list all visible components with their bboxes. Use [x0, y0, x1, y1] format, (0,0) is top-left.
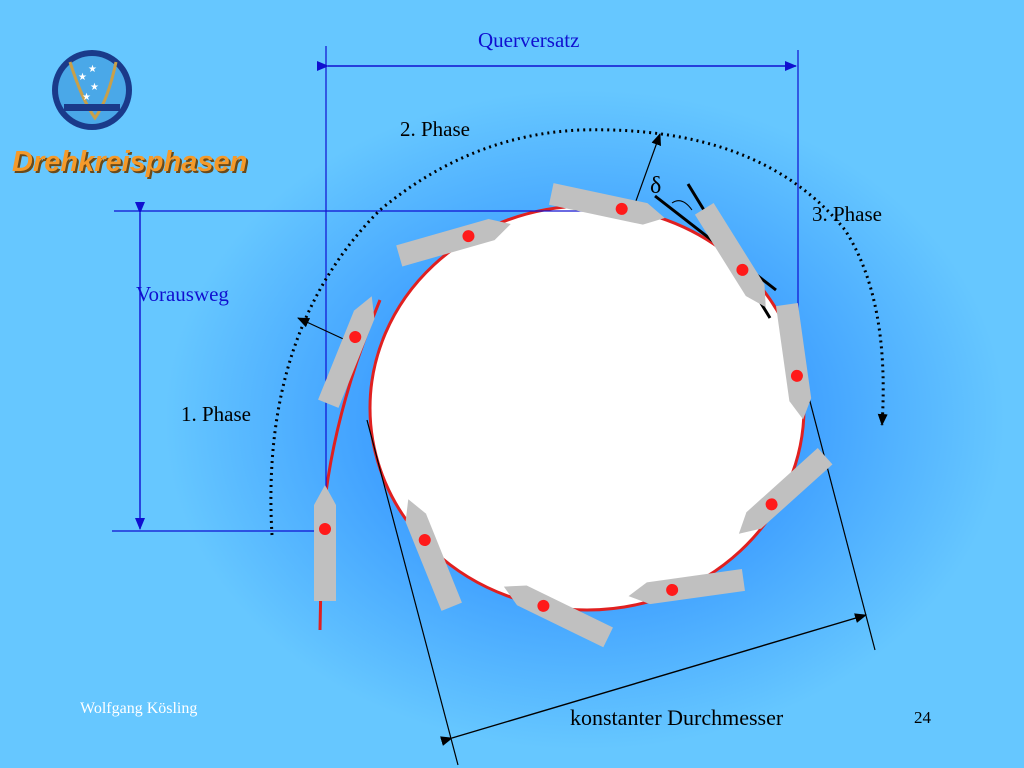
drift-angle-arc — [671, 200, 693, 211]
ship-hull — [628, 569, 745, 605]
ship-5 — [694, 202, 766, 308]
pivot-point — [319, 523, 331, 535]
vorausweg-dimension — [112, 202, 640, 532]
pivot-point — [537, 599, 550, 612]
delta-label: δ — [650, 173, 662, 199]
pivot-point — [790, 369, 803, 382]
ship-6 — [776, 303, 812, 420]
pivot-point — [736, 263, 749, 276]
ship-hull — [548, 183, 665, 225]
svg-text:★: ★ — [88, 64, 97, 75]
phase3-label: 3. Phase — [812, 202, 882, 226]
ship-7 — [738, 448, 833, 534]
page-number: 24 — [914, 708, 931, 727]
ship-9 — [503, 585, 613, 648]
ship-hull — [396, 218, 511, 267]
pivot-point — [765, 498, 778, 511]
footer-author: Wolfgang Kösling — [80, 700, 198, 717]
pivot-point — [462, 230, 475, 243]
vorausweg-label: Vorausweg — [136, 282, 229, 306]
pivot-point — [615, 202, 628, 215]
ship-hull — [405, 499, 462, 611]
durchmesser-label: konstanter Durchmesser — [570, 705, 784, 730]
svg-text:★: ★ — [90, 82, 99, 93]
ship-10 — [405, 499, 462, 611]
ship-hull — [318, 296, 375, 408]
ship-hull — [694, 202, 766, 308]
phase2-label: 2. Phase — [400, 117, 470, 141]
ship-hull — [503, 585, 613, 648]
ship-2 — [318, 296, 375, 408]
phase2-arrow — [631, 133, 661, 213]
ship-hull — [314, 485, 336, 601]
svg-text:★: ★ — [78, 72, 87, 83]
querversatz-dimension — [317, 46, 799, 540]
phase1-label: 1. Phase — [181, 402, 251, 426]
ship-hull — [776, 303, 812, 420]
ship-1 — [314, 485, 336, 601]
slide-title: Drehkreisphasen — [12, 146, 248, 178]
pivot-point — [666, 583, 679, 596]
svg-text:★: ★ — [82, 92, 91, 103]
ship-hull — [738, 448, 833, 534]
ship-4 — [548, 183, 665, 225]
querversatz-label: Querversatz — [478, 28, 580, 52]
ship-3 — [396, 218, 511, 267]
ship-8 — [628, 569, 745, 605]
ship-emblem-icon: ★ ★ ★ ★ — [52, 50, 132, 130]
pivot-point — [349, 331, 362, 344]
pivot-point — [418, 534, 431, 547]
